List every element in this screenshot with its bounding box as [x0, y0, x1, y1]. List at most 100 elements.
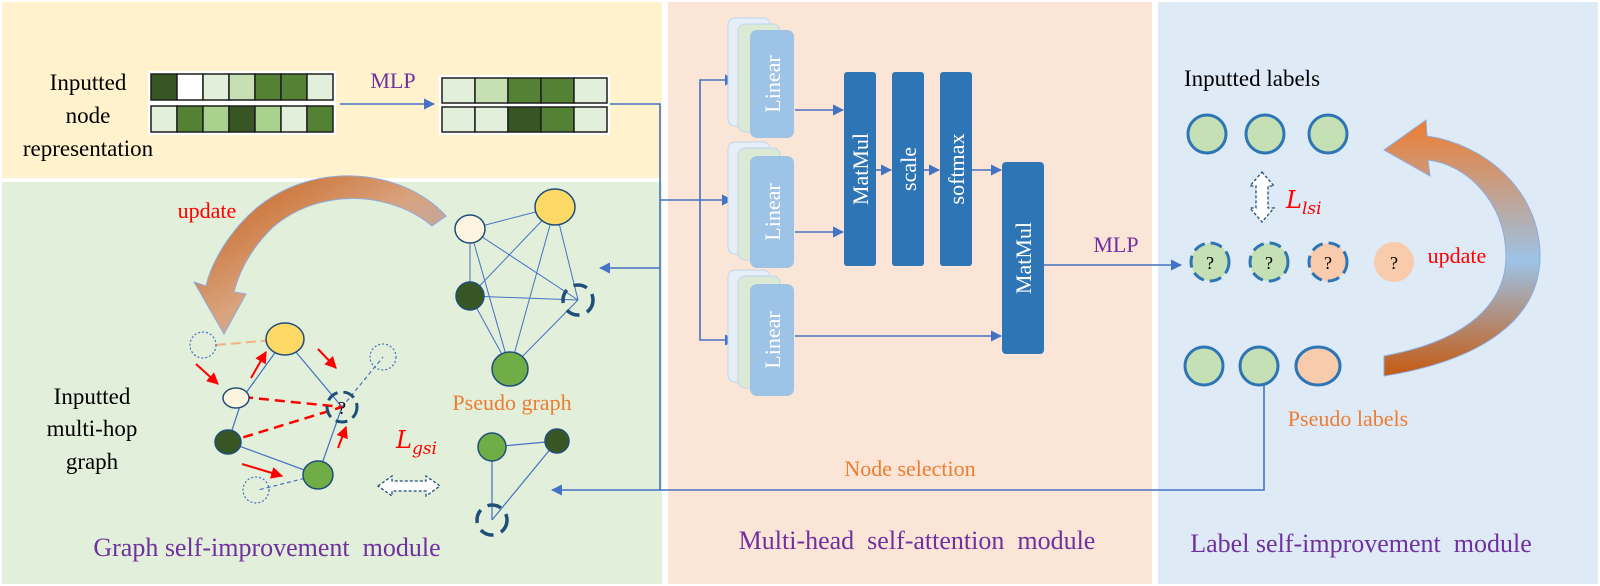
- softmax-label: softmax: [944, 134, 969, 205]
- inputted-label-node-3: [1307, 113, 1349, 155]
- matrix-cell: [150, 73, 178, 101]
- matrix-cell: [540, 106, 575, 133]
- linear-stack-1: Linear: [727, 17, 794, 138]
- input-label-line2: node: [66, 103, 111, 128]
- matrix-cell: [474, 77, 509, 104]
- matrix-cell: [150, 105, 178, 133]
- uncertain-mark-1: ?: [1206, 253, 1214, 273]
- label-loss-sub: lsi: [1302, 199, 1322, 219]
- matrix-cell: [202, 105, 230, 133]
- graph-panel-bg: [2, 182, 662, 584]
- matrix-cell: [441, 77, 476, 104]
- input-node-label: Inputted node representation: [23, 70, 154, 161]
- linear-label-3: Linear: [760, 311, 785, 369]
- linear-label-1: Linear: [760, 55, 785, 113]
- pseudo-graph-label: Pseudo graph: [452, 390, 571, 415]
- label-loss-label: Llsi: [1285, 186, 1322, 219]
- pseudo-node-dark: [455, 281, 485, 311]
- matrix-cell: [474, 106, 509, 133]
- graph-loss-arrow: [376, 474, 442, 498]
- matrix-cell: [254, 105, 282, 133]
- pseudo-label-node-3: [1294, 345, 1342, 387]
- matrix-cell: [228, 73, 256, 101]
- attention-arrows: [795, 104, 1183, 342]
- matrix-cell: [573, 77, 608, 104]
- input-mlp-label: MLP: [370, 68, 415, 93]
- uncertain-label-node-1: [1189, 241, 1231, 283]
- label-module-title: Label self-improvement module: [1190, 529, 1532, 558]
- graph-loss-sub: gsi: [412, 439, 437, 459]
- inputted-labels-row: [1186, 113, 1349, 155]
- pseudo-label-node-1: [1183, 345, 1225, 387]
- uncertain-mark-4: ?: [1390, 253, 1398, 273]
- label-loss-arrow: [1248, 171, 1276, 223]
- scale-label: scale: [896, 147, 921, 191]
- input-representation-matrix: [148, 71, 336, 135]
- connector-lines: [598, 74, 737, 490]
- subgraph-node-green: [477, 432, 507, 462]
- node-selection-arrow: [550, 382, 1265, 496]
- matrix-cell: [202, 73, 230, 101]
- matrix-cell: [176, 105, 204, 133]
- inputted-labels-title: Inputted labels: [1184, 66, 1320, 91]
- graph-module-title: Graph self-improvement module: [93, 533, 440, 562]
- label-loss-main: L: [1285, 186, 1302, 214]
- linear-stack-3: Linear: [727, 269, 794, 396]
- matrix-cell: [540, 77, 575, 104]
- matrix-cell: [280, 105, 308, 133]
- multihop-label-line2: multi-hop: [47, 416, 138, 441]
- input-label-line1: Inputted: [50, 70, 127, 95]
- multihop-unknown-mark: ?: [338, 398, 346, 418]
- subgraph-node-dark: [544, 428, 570, 454]
- multihop-node-light: [222, 387, 250, 409]
- multihop-graph-label: Inputted multi-hop graph: [47, 384, 138, 474]
- uncertain-label-node-4: [1374, 242, 1414, 282]
- pseudo-labels-row: [1183, 345, 1342, 387]
- selected-subgraph: [475, 428, 570, 537]
- pseudo-node-green: [491, 351, 529, 387]
- matrix-cell: [176, 73, 204, 101]
- uncertain-label-node-2: [1248, 241, 1290, 283]
- matrix-cell: [441, 106, 476, 133]
- pseudo-label-node-2: [1238, 345, 1280, 387]
- pseudo-node-unknown: [561, 283, 595, 317]
- label-update-arrow: [1383, 119, 1541, 377]
- matrix-cell: [507, 77, 542, 104]
- multihop-red-arrows: [195, 348, 348, 479]
- matrix-cell: [573, 106, 608, 133]
- uncertain-mark-2: ?: [1265, 253, 1273, 273]
- attention-module-title: Multi-head self-attention module: [739, 526, 1096, 555]
- multihop-node-yellow: [265, 322, 305, 356]
- label-update-text: update: [1428, 243, 1487, 268]
- matmul-block-2: MatMul: [1002, 162, 1044, 354]
- multihop-node-unknown: [325, 390, 359, 424]
- matrix-cell: [306, 73, 334, 101]
- multihop-node-dotted-3: [242, 476, 270, 504]
- graph-loss-label: Lgsi: [395, 426, 437, 459]
- output-representation-matrix: [439, 75, 610, 135]
- matrix-cell: [507, 106, 542, 133]
- input-label-line3: representation: [23, 136, 154, 161]
- uncertain-label-node-3: [1307, 241, 1349, 283]
- softmax-block: softmax: [940, 72, 972, 266]
- inputted-label-node-2: [1244, 113, 1286, 155]
- matmul-label-1: MatMul: [848, 133, 873, 205]
- multihop-node-green: [302, 460, 334, 490]
- multihop-node-dotted-1: [189, 331, 217, 359]
- matrix-cell: [228, 105, 256, 133]
- scale-block: scale: [892, 72, 924, 266]
- matmul-block-1: MatMul: [844, 72, 876, 266]
- graph-update-arrow: [192, 175, 447, 336]
- graph-loss-main: L: [395, 426, 412, 454]
- multihop-label-line3: graph: [66, 449, 119, 474]
- matmul-label-2: MatMul: [1011, 222, 1036, 294]
- matrix-cell: [254, 73, 282, 101]
- subgraph-node-unknown: [475, 503, 509, 537]
- pseudo-node-light: [454, 214, 486, 244]
- node-selection-label: Node selection: [844, 456, 975, 481]
- matrix-cell: [280, 73, 308, 101]
- linear-stack-2: Linear: [727, 141, 794, 268]
- multihop-label-line1: Inputted: [54, 384, 131, 409]
- uncertain-mark-3: ?: [1324, 253, 1332, 273]
